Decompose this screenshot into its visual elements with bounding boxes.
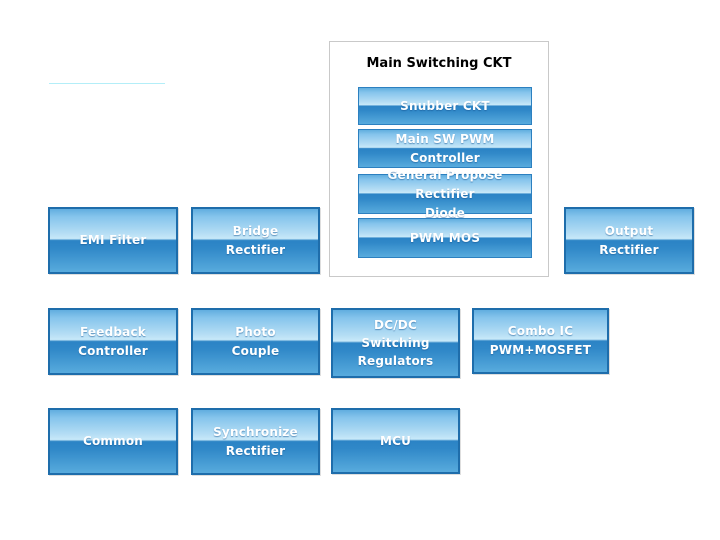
block-label: Rectifier bbox=[225, 242, 286, 257]
block-label: Combo IC bbox=[507, 324, 574, 338]
block-label: Couple bbox=[231, 343, 280, 358]
main-switching-ckt-panel: Main Switching CKT Snubber CKT Main SW P… bbox=[329, 41, 549, 277]
block-combo-ic-pwm-mosfet[interactable]: Combo IC PWM+MOSFET bbox=[472, 308, 609, 374]
button-label: PWM MOS bbox=[409, 230, 481, 245]
block-emi-filter[interactable]: EMI Filter bbox=[48, 207, 178, 274]
block-label: Synchronize bbox=[213, 424, 298, 439]
button-main-sw-pwm-controller[interactable]: Main SW PWM Controller bbox=[358, 129, 532, 168]
button-pwm-mos[interactable]: PWM MOS bbox=[358, 218, 532, 258]
block-feedback-controller[interactable]: Feedback Controller bbox=[48, 308, 178, 375]
block-label: Controller bbox=[78, 343, 148, 358]
block-label: MCU bbox=[379, 433, 412, 448]
block-output-rectifier[interactable]: Output Rectifier bbox=[564, 207, 694, 274]
block-label: Bridge bbox=[232, 223, 279, 238]
block-common[interactable]: Common bbox=[48, 408, 178, 475]
block-mcu[interactable]: MCU bbox=[331, 408, 460, 474]
block-label: Feedback bbox=[80, 324, 146, 339]
block-label: Output bbox=[604, 223, 654, 238]
block-bridge-rectifier[interactable]: Bridge Rectifier bbox=[191, 207, 320, 274]
button-label: Snubber CKT bbox=[400, 98, 490, 113]
block-label: Regulators bbox=[357, 354, 434, 368]
block-label: Photo bbox=[235, 324, 276, 339]
block-dcdc-switching-regulators[interactable]: DC/DC Switching Regulators bbox=[331, 308, 460, 378]
block-label: Rectifier bbox=[599, 242, 659, 257]
button-snubber-ckt[interactable]: Snubber CKT bbox=[358, 87, 532, 125]
button-label: General Propose Rectifier bbox=[387, 167, 503, 201]
block-label: DC/DC bbox=[374, 318, 417, 332]
block-label: EMI Filter bbox=[79, 233, 147, 247]
decorative-divider-line bbox=[49, 83, 165, 84]
block-photo-couple[interactable]: Photo Couple bbox=[191, 308, 320, 375]
block-label: PWM+MOSFET bbox=[489, 343, 592, 357]
block-label: Common bbox=[82, 434, 144, 448]
button-general-propose-rectifier-diode[interactable]: General Propose Rectifier Diode bbox=[358, 168, 532, 220]
panel-title: Main Switching CKT bbox=[366, 56, 512, 71]
block-label: Switching bbox=[361, 336, 430, 350]
block-synchronize-rectifier[interactable]: Synchronize Rectifier bbox=[191, 408, 320, 475]
button-label: Diode bbox=[424, 205, 466, 220]
block-label: Rectifier bbox=[225, 443, 286, 458]
button-label: Main SW PWM Controller bbox=[395, 131, 495, 165]
